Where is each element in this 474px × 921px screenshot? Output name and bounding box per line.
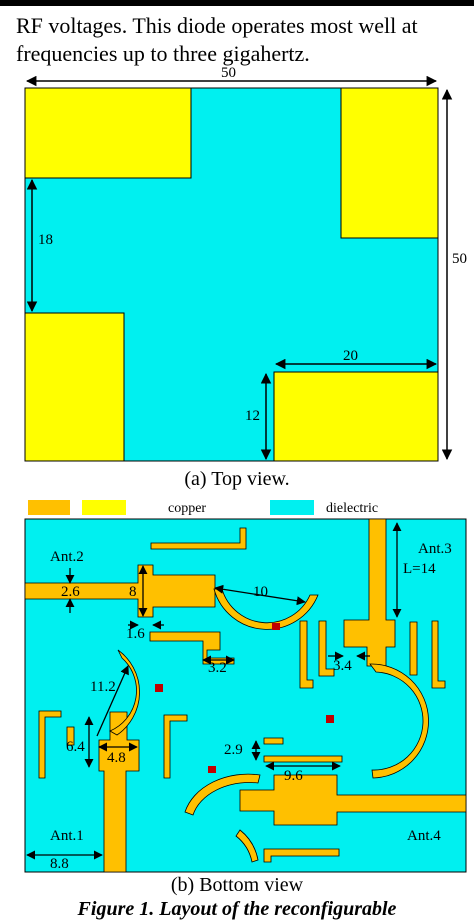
ant1-arc-radiator — [109, 649, 140, 736]
ant4-stub-lower — [263, 848, 340, 863]
ant1-stub-right — [163, 714, 188, 779]
dim-11-2-line — [96, 665, 129, 737]
ant4-feed-line — [239, 774, 467, 826]
dim-2-6-label: 2.6 — [61, 584, 80, 600]
notch-height-dimension-label: 18 — [38, 232, 53, 248]
bottom-view-caption: (b) Bottom view — [170, 874, 304, 896]
legend-swatch-copper-yellow — [82, 500, 126, 515]
dim-3-2-label: 3.2 — [208, 660, 227, 676]
copper-bottom-left — [24, 312, 125, 462]
ant3-arc-radiator — [369, 663, 429, 779]
copper-top-left — [24, 87, 192, 179]
copper-top-right — [340, 87, 439, 239]
copper-bottom-right — [273, 371, 439, 462]
ant1-stub-left — [38, 710, 62, 779]
dim-3-4-label: 3.4 — [333, 658, 352, 674]
pin-diode-ant3 — [326, 715, 334, 723]
ant3-label: Ant.3 — [418, 541, 452, 557]
ant4-stub-upper — [263, 737, 284, 745]
dim-11-2-label: 11.2 — [90, 679, 116, 695]
pin-diode-ant1 — [155, 684, 163, 692]
legend-copper-label: copper — [168, 501, 206, 516]
dim-1-6-label: 1.6 — [126, 626, 145, 642]
legend-dielectric-label: dielectric — [326, 501, 378, 516]
bottom-dielectric-substrate — [24, 518, 467, 873]
dim-4-8-label: 4.8 — [107, 750, 126, 766]
width-dimension-label: 50 — [221, 65, 236, 81]
notch-depth-dimension-label: 12 — [245, 408, 260, 424]
top-view-caption: (a) Top view. — [184, 468, 290, 490]
ant4-stub-upper-long — [263, 755, 343, 763]
ant4-tail — [235, 829, 259, 863]
dim-10-line — [214, 584, 306, 606]
dim-6-4-label: 6.4 — [66, 739, 85, 755]
pin-diode-ant4 — [208, 766, 216, 773]
dim-L14-label: L=14 — [403, 561, 436, 577]
legend-swatch-dielectric — [270, 500, 314, 515]
legend: copper dielectric — [28, 500, 378, 516]
ant4-arc-radiator — [184, 773, 261, 816]
ant1-stub-left-inner — [66, 726, 75, 746]
dim-8-label: 8 — [129, 584, 137, 600]
dim-8-8-label: 8.8 — [50, 856, 69, 872]
ant2-stub-upper — [150, 527, 247, 550]
dim-9-6-label: 9.6 — [284, 768, 303, 784]
ant2-label: Ant.2 — [50, 549, 84, 565]
pin-diode-ant2 — [272, 623, 280, 630]
figure-title: Figure 1. Layout of the reconfigurable — [77, 898, 397, 920]
body-text: RF voltages. This diode operates most we… — [16, 12, 474, 68]
top-rule — [0, 0, 474, 6]
dim-2-9-label: 2.9 — [224, 742, 243, 758]
dim-10-label: 10 — [253, 584, 268, 600]
ant2-arc-radiator — [213, 588, 319, 630]
ant3-stub-right — [431, 620, 446, 689]
ant1-feed-line — [98, 711, 140, 873]
body-text-line-1: RF voltages. This diode operates most we… — [16, 13, 418, 38]
ant1-label: Ant.1 — [50, 828, 84, 844]
ant2-feed-line — [24, 564, 216, 618]
ant4-label: Ant.4 — [407, 828, 441, 844]
body-text-line-2: frequencies up to three gigahertz. — [16, 41, 310, 66]
ant3-stub-left — [299, 620, 314, 689]
notch-width-dimension-label: 20 — [343, 348, 358, 364]
height-dimension-label: 50 — [452, 251, 467, 267]
bottom-view: Ant.2 2.6 8 10 1.6 3.2 11.2 6.4 4.8 Ant.… — [24, 518, 467, 873]
ant3-stub-left-inner — [318, 620, 335, 677]
top-view: 50 50 18 20 12 — [24, 65, 467, 462]
ant3-stub-right-inner — [409, 621, 418, 676]
legend-swatch-copper-orange — [28, 500, 70, 515]
